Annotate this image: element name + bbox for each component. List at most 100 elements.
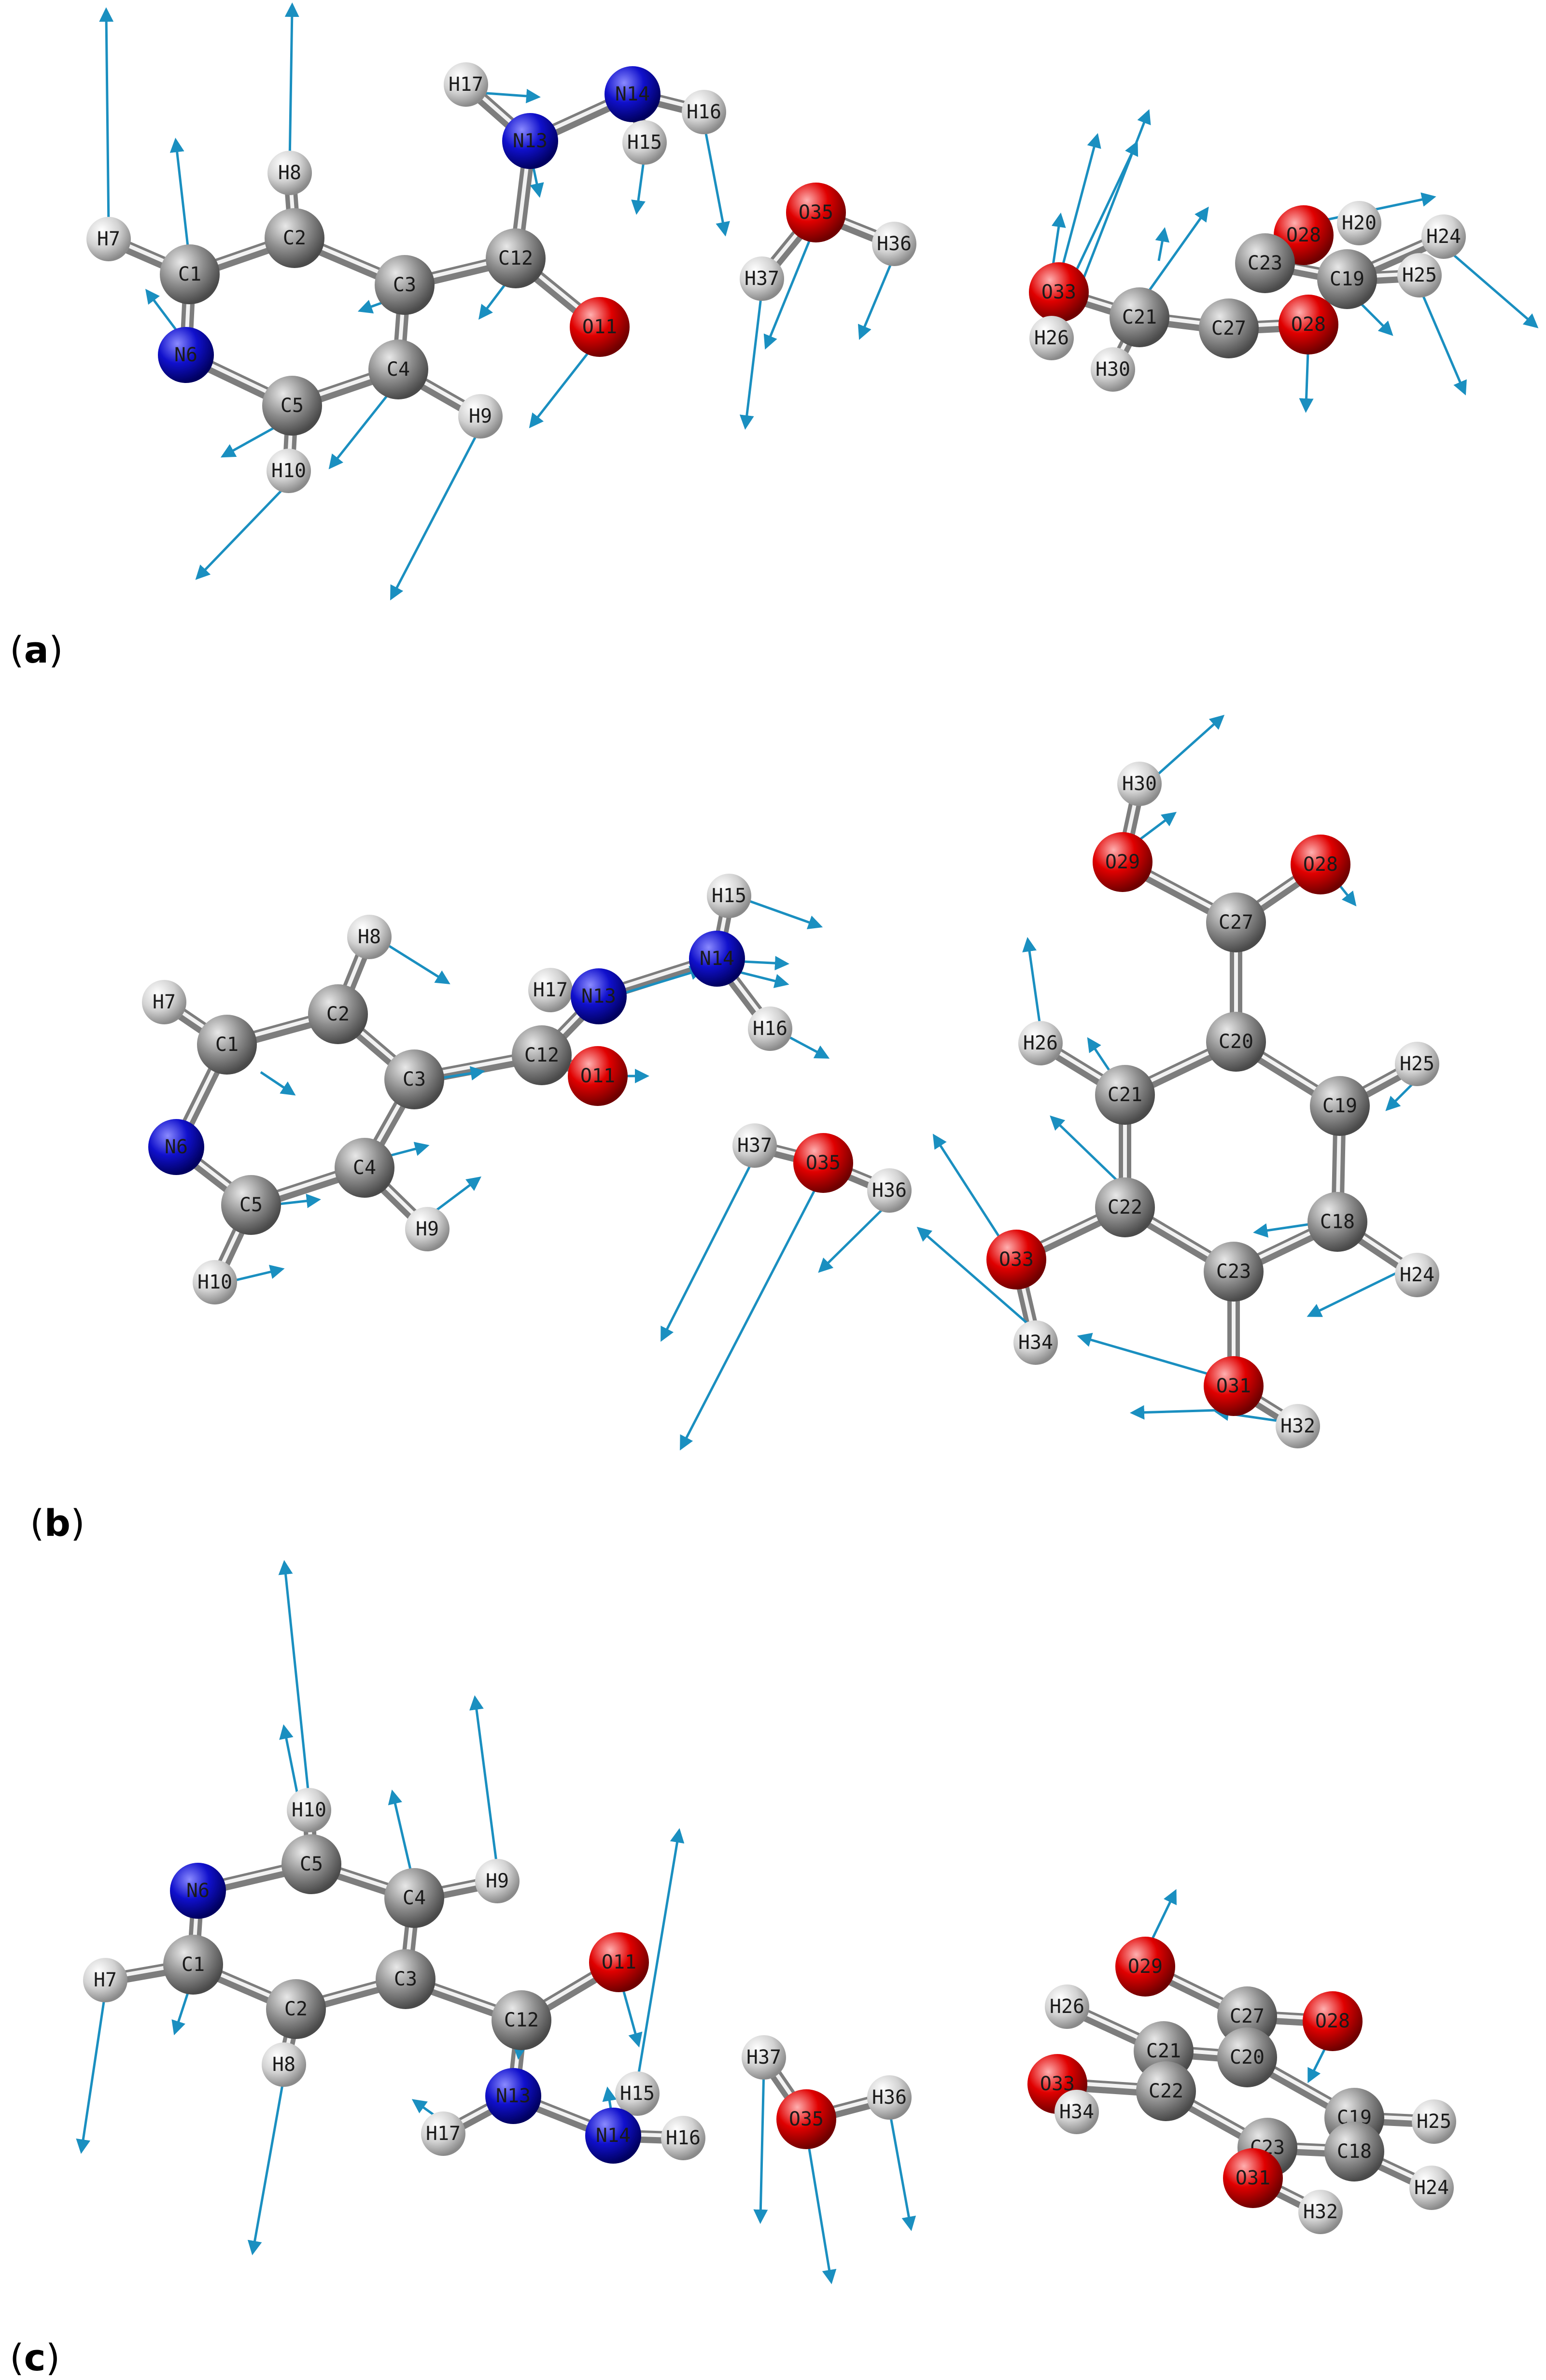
- atom-sphere: [689, 931, 745, 987]
- atom-label: C1: [182, 1954, 205, 1976]
- atom-sphere: [1204, 1356, 1264, 1416]
- atom-sphere: [262, 376, 322, 436]
- atom-n14: N14: [585, 2108, 641, 2164]
- atom-sphere: [1409, 2166, 1454, 2210]
- panel-b-bonds: [158, 778, 1423, 1432]
- atom-sphere: [163, 1935, 223, 1995]
- atom-label: H30: [1122, 773, 1157, 795]
- atom-c4: C4: [368, 340, 428, 399]
- displacement-vector-arrow: [284, 2, 299, 162]
- atom-h20: H20: [1337, 201, 1381, 245]
- atom-sphere: [604, 66, 661, 122]
- atom-sphere: [1115, 1937, 1175, 1997]
- atom-label: C21: [1122, 306, 1157, 328]
- displacement-vector-arrow: [888, 2109, 916, 2231]
- atom-n6: N6: [148, 1119, 204, 1175]
- atom-h15: H15: [615, 2071, 660, 2116]
- atom-h16: H16: [748, 1006, 792, 1051]
- atom-sphere: [661, 2116, 705, 2160]
- atom-c1: C1: [163, 1935, 223, 1995]
- atom-sphere: [1421, 214, 1466, 259]
- atom-c22: C22: [1095, 1177, 1155, 1237]
- atom-n6: N6: [158, 327, 214, 383]
- atom-label: C12: [524, 1044, 559, 1066]
- atom-c20: C20: [1206, 1012, 1266, 1072]
- atom-label: H7: [97, 228, 120, 250]
- atom-label: O11: [582, 316, 617, 338]
- atom-sphere: [405, 1207, 450, 1251]
- displacement-vector-arrow: [1443, 245, 1539, 328]
- atom-label: O35: [806, 1152, 841, 1174]
- atom-c18: C18: [1324, 2122, 1384, 2182]
- atom-sphere: [267, 151, 312, 195]
- displacement-vector-arrow: [1130, 1405, 1217, 1420]
- atom-n14: N14: [689, 931, 745, 987]
- atom-label: C5: [281, 395, 304, 417]
- displacement-vector-arrow: [469, 1695, 499, 1870]
- displacement-vector-arrow: [748, 899, 823, 930]
- atom-c4: C4: [384, 1868, 444, 1928]
- atom-label: C4: [353, 1157, 376, 1179]
- atom-sphere: [585, 2108, 641, 2164]
- displacement-vector-arrow: [1057, 133, 1101, 281]
- atom-sphere: [740, 256, 784, 301]
- displacement-vector-arrow: [1050, 1115, 1126, 1189]
- atom-label: H34: [1018, 1332, 1053, 1354]
- atom-label: H24: [1426, 226, 1461, 248]
- atom-label: H32: [1303, 2201, 1338, 2223]
- atom-label: C23: [1216, 1261, 1251, 1283]
- atom-h10: H10: [287, 1788, 331, 1832]
- displacement-vector-arrow: [1068, 141, 1138, 286]
- atom-label: C1: [215, 1034, 239, 1056]
- displacement-vector-arrow: [916, 1227, 1037, 1332]
- atom-h15: H15: [707, 874, 751, 918]
- atom-c27: C27: [1206, 892, 1266, 952]
- atom-sphere: [83, 1958, 127, 2002]
- atom-label: H16: [753, 1018, 787, 1040]
- atom-h25: H25: [1397, 253, 1442, 298]
- atom-label: C27: [1230, 2005, 1265, 2027]
- atom-label: O11: [580, 1065, 615, 1087]
- atom-label: H20: [1342, 212, 1377, 234]
- atom-n13: N13: [571, 968, 627, 1024]
- atom-sphere: [1054, 2090, 1099, 2134]
- atom-label: C21: [1108, 1084, 1142, 1106]
- atom-label: C3: [394, 1968, 417, 1990]
- atom-c3: C3: [375, 255, 435, 315]
- atom-c23: C23: [1204, 1242, 1264, 1302]
- atom-label: O31: [1216, 1375, 1251, 1397]
- atom-c23: C23: [1235, 233, 1295, 293]
- atom-label: H26: [1023, 1032, 1058, 1054]
- atom-label: H10: [292, 1799, 326, 1821]
- displacement-vector-arrow: [1077, 1332, 1217, 1378]
- atom-sphere: [148, 1119, 204, 1175]
- displacement-vector-arrow: [818, 1202, 890, 1273]
- atom-label: H37: [737, 1134, 772, 1157]
- atom-c12: C12: [492, 1990, 551, 2050]
- atom-label: H9: [416, 1218, 439, 1240]
- atom-sphere: [528, 968, 573, 1012]
- atom-label: H10: [197, 1271, 232, 1293]
- displacement-vector-arrow: [76, 1992, 107, 2154]
- atom-h7: H7: [142, 980, 186, 1024]
- atom-sphere: [793, 1133, 853, 1193]
- atom-sphere: [1276, 1404, 1320, 1448]
- atom-sphere: [1303, 1991, 1363, 2051]
- atom-sphere: [571, 968, 627, 1024]
- atom-label: H8: [278, 162, 301, 184]
- atom-o28: O28: [1279, 295, 1338, 354]
- atom-label: N6: [165, 1136, 188, 1158]
- atom-h30: H30: [1091, 347, 1135, 392]
- atom-c5: C5: [262, 376, 322, 436]
- displacement-vector-arrow: [857, 255, 896, 340]
- atom-h37: H37: [732, 1123, 777, 1168]
- atom-o29: O29: [1093, 832, 1152, 892]
- atom-sphere: [475, 1859, 520, 1903]
- atom-h16: H16: [661, 2116, 705, 2160]
- atom-sphere: [142, 980, 186, 1024]
- atom-sphere: [444, 62, 488, 107]
- displacement-vector-arrow: [753, 2069, 768, 2224]
- atom-h9: H9: [458, 394, 503, 439]
